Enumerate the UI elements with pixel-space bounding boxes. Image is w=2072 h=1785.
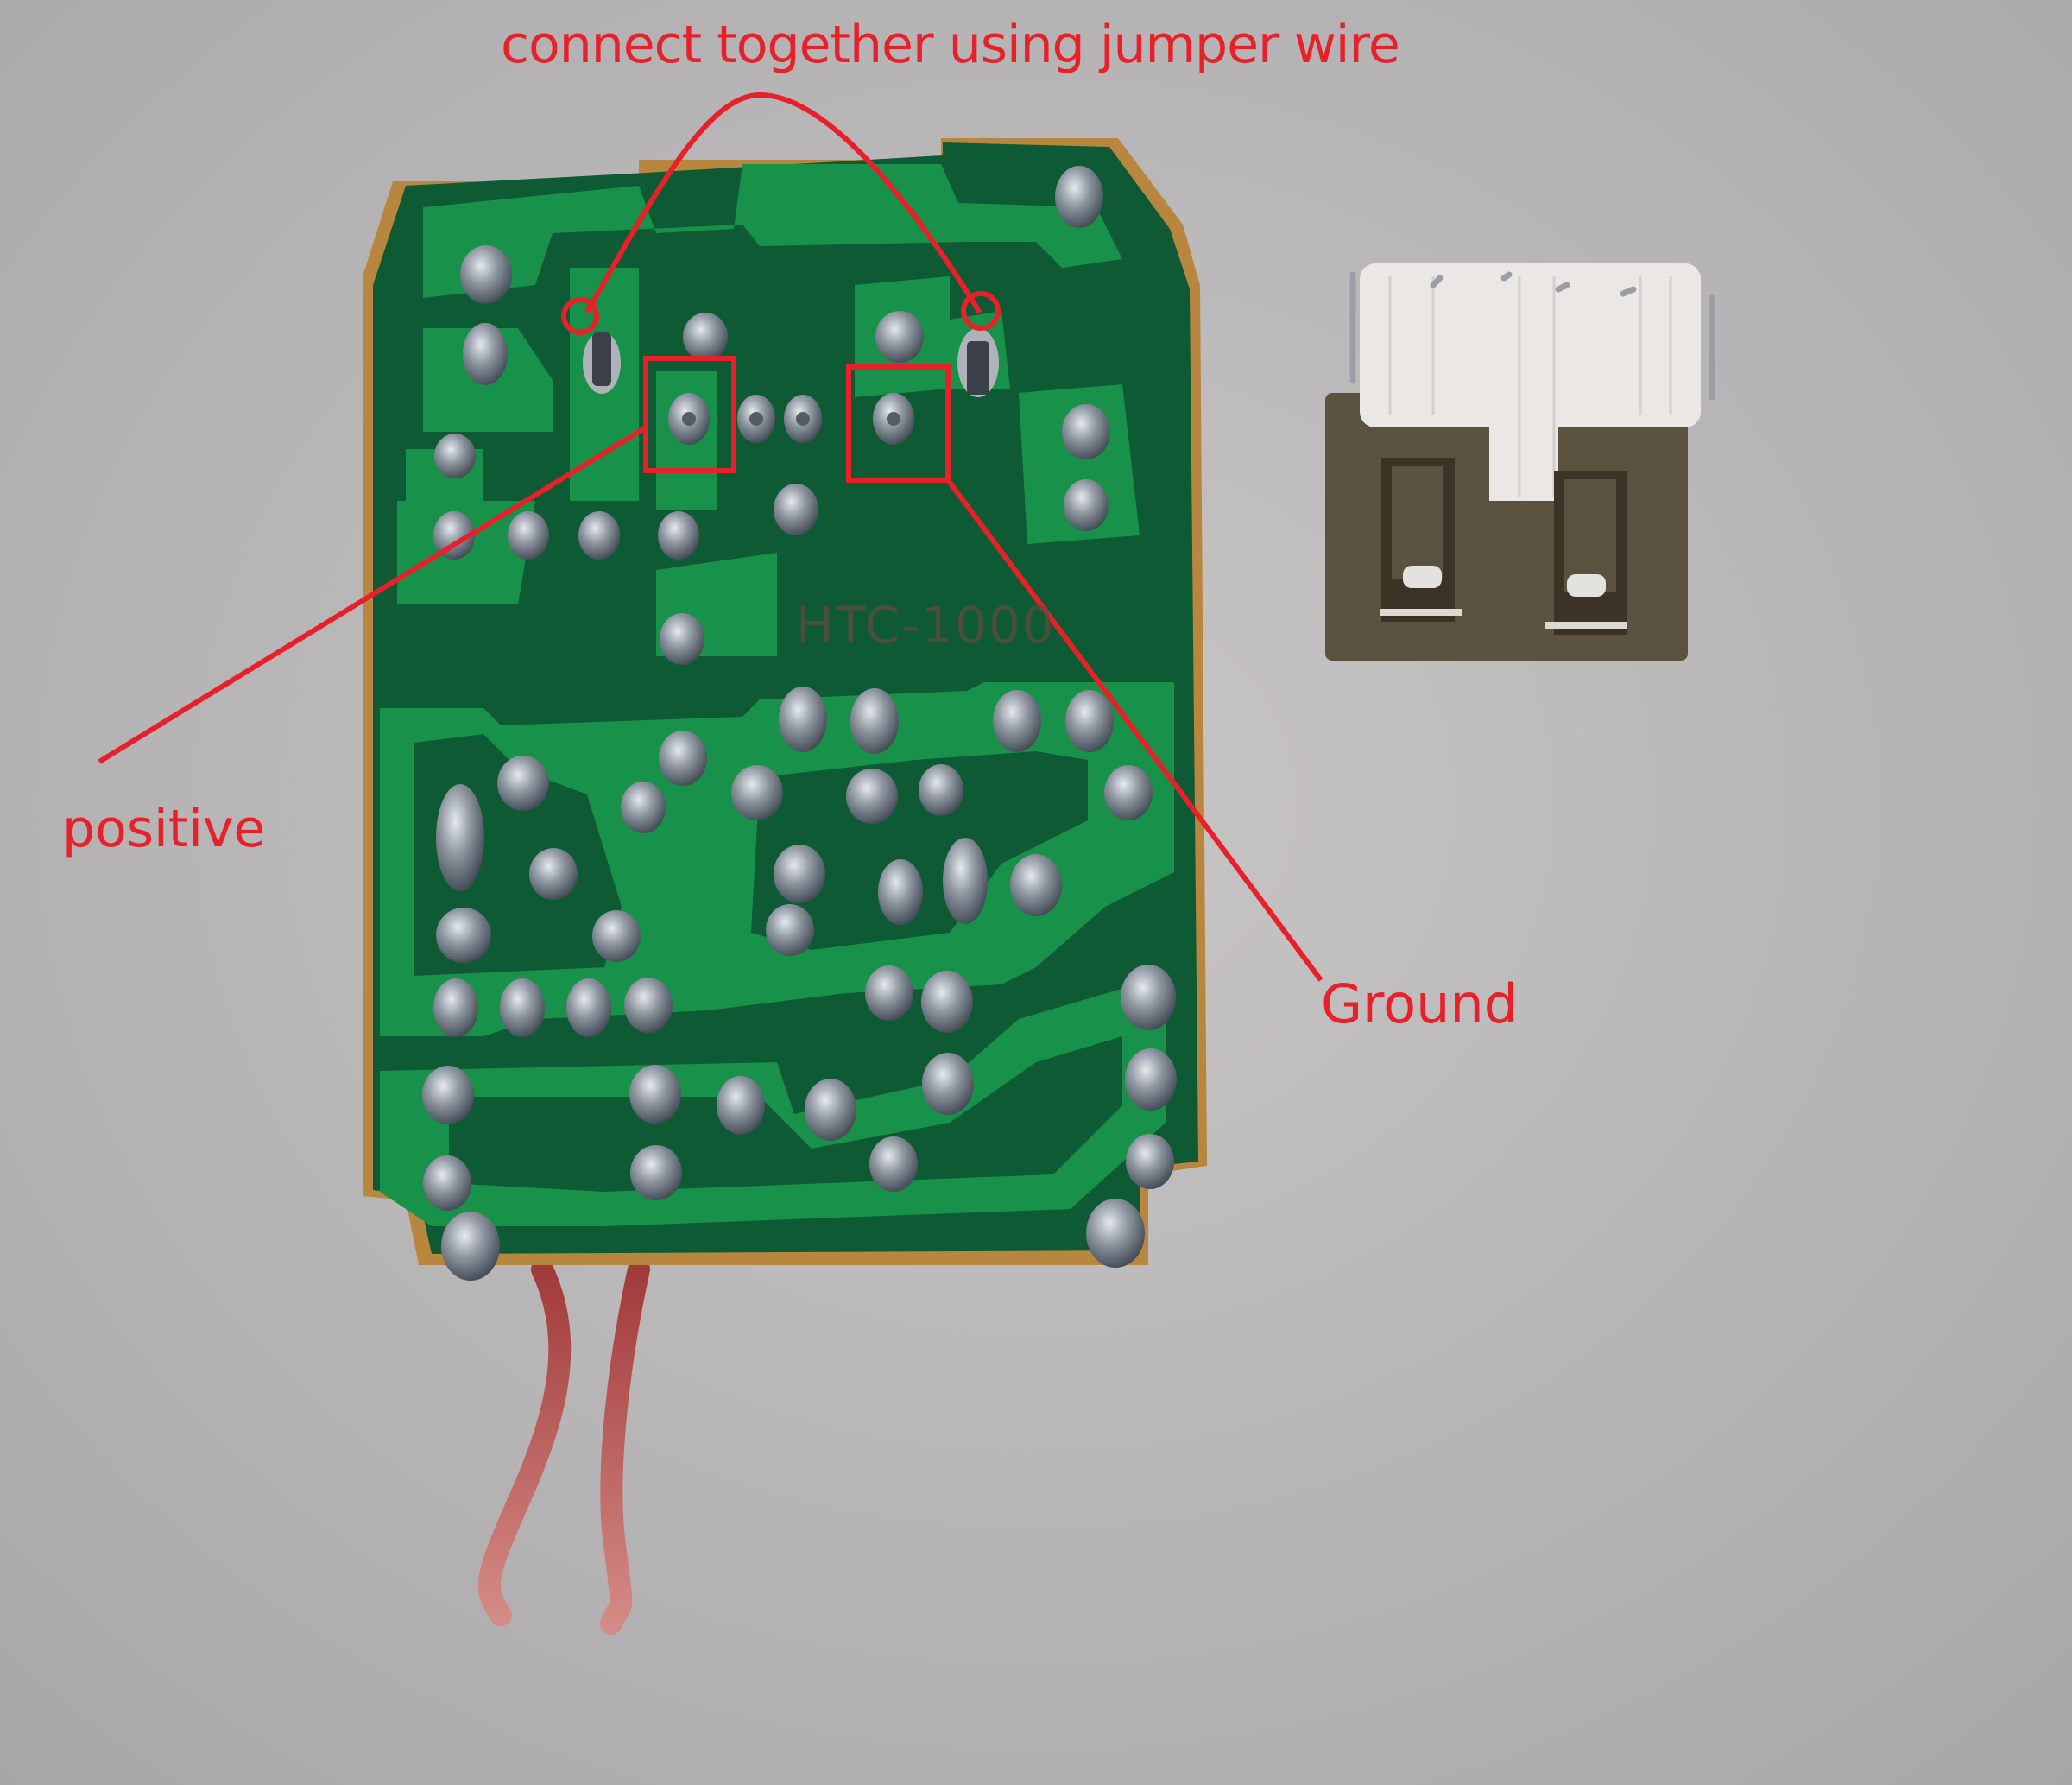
ground-label: Ground: [1321, 972, 1519, 1035]
annotation-markers: [98, 92, 1323, 982]
jumper-circle-left: [561, 297, 599, 335]
red-wires: [477, 1258, 650, 1635]
usb-connector: [1325, 263, 1715, 661]
jumper-circle-right: [961, 291, 1001, 331]
jumper-instruction-label: connect together using jumper wire: [501, 15, 1400, 75]
positive-box: [643, 356, 736, 473]
ground-box: [846, 364, 951, 483]
positive-leader-line: [98, 425, 648, 764]
ground-leader-line: [945, 478, 1323, 982]
pcb-silkscreen-label: HTC-1000: [796, 596, 1056, 655]
positive-label: positive: [62, 799, 266, 859]
solder-joints: [422, 166, 1177, 1281]
jumper-arc: [584, 92, 982, 314]
